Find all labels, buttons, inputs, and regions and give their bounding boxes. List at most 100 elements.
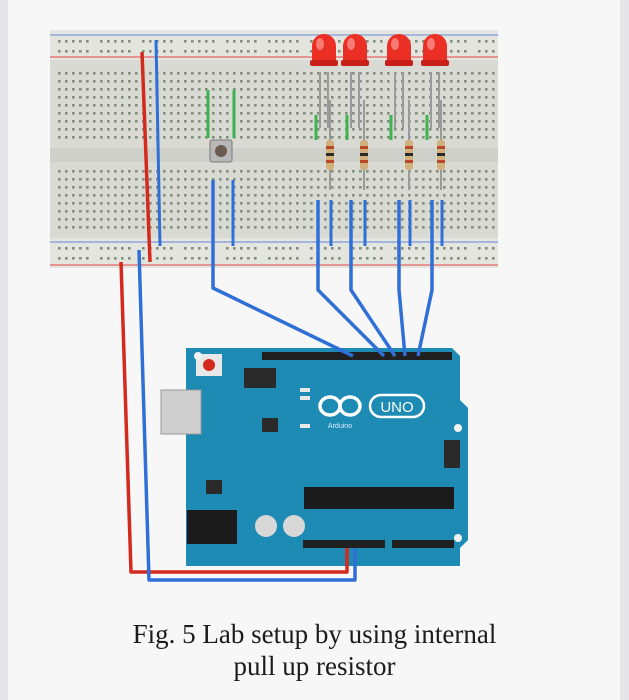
breadboard-hole (324, 202, 327, 205)
breadboard-hole (170, 104, 173, 107)
breadboard-hole (135, 202, 138, 205)
breadboard-hole (86, 247, 89, 250)
breadboard-hole (86, 72, 89, 75)
breadboard-hole (331, 178, 334, 181)
breadboard-hole (170, 128, 173, 131)
breadboard-hole (331, 170, 334, 173)
breadboard-hole (170, 178, 173, 181)
breadboard-hole (415, 210, 418, 213)
breadboard-hole (310, 120, 313, 123)
breadboard-hole (457, 170, 460, 173)
breadboard-hole (149, 136, 152, 139)
breadboard-hole (219, 202, 222, 205)
led (310, 34, 338, 66)
breadboard-hole (205, 170, 208, 173)
breadboard-hole (114, 210, 117, 213)
breadboard-hole (100, 112, 103, 115)
breadboard-hole (303, 210, 306, 213)
breadboard-hole (352, 247, 355, 250)
breadboard-hole (58, 218, 61, 221)
breadboard-hole (352, 72, 355, 75)
breadboard-hole (114, 96, 117, 99)
breadboard-hole (359, 136, 362, 139)
breadboard-hole (191, 202, 194, 205)
breadboard-hole (436, 112, 439, 115)
breadboard-hole (163, 104, 166, 107)
breadboard-hole (135, 104, 138, 107)
breadboard-hole (366, 226, 369, 229)
breadboard-hole (415, 80, 418, 83)
breadboard-hole (100, 178, 103, 181)
breadboard-hole (205, 112, 208, 115)
breadboard-hole (282, 178, 285, 181)
breadboard-hole (464, 194, 467, 197)
breadboard-hole (282, 112, 285, 115)
breadboard-hole (226, 186, 229, 189)
breadboard-hole (261, 226, 264, 229)
breadboard-hole (93, 104, 96, 107)
breadboard-hole (128, 257, 131, 260)
breadboard-hole (296, 112, 299, 115)
breadboard-hole (380, 72, 383, 75)
breadboard-hole (359, 210, 362, 213)
breadboard-hole (233, 247, 236, 250)
red-rail-jumper (140, 51, 152, 263)
uno-badge (368, 393, 426, 419)
breadboard-hole (478, 247, 481, 250)
breadboard-hole (275, 178, 278, 181)
breadboard-hole (170, 257, 173, 260)
led-signal-wire (416, 200, 434, 357)
breadboard-hole (422, 88, 425, 91)
breadboard-hole (170, 40, 173, 43)
breadboard-hole (373, 194, 376, 197)
breadboard-hole (58, 178, 61, 181)
breadboard-hole (422, 96, 425, 99)
breadboard-hole (429, 194, 432, 197)
breadboard-hole (450, 186, 453, 189)
breadboard-hole (296, 40, 299, 43)
resistors (326, 100, 445, 190)
breadboard-hole (338, 194, 341, 197)
breadboard-hole (156, 194, 159, 197)
breadboard-hole (247, 104, 250, 107)
breadboard-hole (107, 136, 110, 139)
breadboard-hole (191, 210, 194, 213)
breadboard-hole (338, 136, 341, 139)
breadboard-hole (338, 104, 341, 107)
breadboard-hole (128, 178, 131, 181)
breadboard-hole (296, 186, 299, 189)
breadboard-hole (254, 202, 257, 205)
breadboard-hole (268, 226, 271, 229)
breadboard-hole (72, 210, 75, 213)
breadboard-hole (107, 247, 110, 250)
breadboard-hole (128, 194, 131, 197)
breadboard-hole (261, 96, 264, 99)
breadboard-hole (443, 257, 446, 260)
breadboard-hole (240, 178, 243, 181)
breadboard-hole (352, 210, 355, 213)
breadboard-hole (163, 96, 166, 99)
breadboard-hole (282, 247, 285, 250)
breadboard-hole (380, 210, 383, 213)
breadboard-hole (303, 88, 306, 91)
breadboard-hole (128, 128, 131, 131)
breadboard-hole (275, 247, 278, 250)
breadboard-hole (114, 170, 117, 173)
breadboard-hole (373, 72, 376, 75)
breadboard-hole (338, 128, 341, 131)
leds (310, 34, 449, 66)
breadboard-hole (149, 170, 152, 173)
breadboard-hole (310, 104, 313, 107)
breadboard-holes (58, 40, 495, 260)
breadboard-hole (268, 136, 271, 139)
breadboard-hole (492, 72, 495, 75)
breadboard-hole (100, 257, 103, 260)
breadboard-hole (240, 202, 243, 205)
breadboard-hole (338, 218, 341, 221)
breadboard-hole (317, 120, 320, 123)
breadboard-hole (415, 178, 418, 181)
breadboard-hole (324, 210, 327, 213)
usb-port (160, 389, 202, 435)
breadboard-hole (205, 96, 208, 99)
breadboard-hole (247, 170, 250, 173)
